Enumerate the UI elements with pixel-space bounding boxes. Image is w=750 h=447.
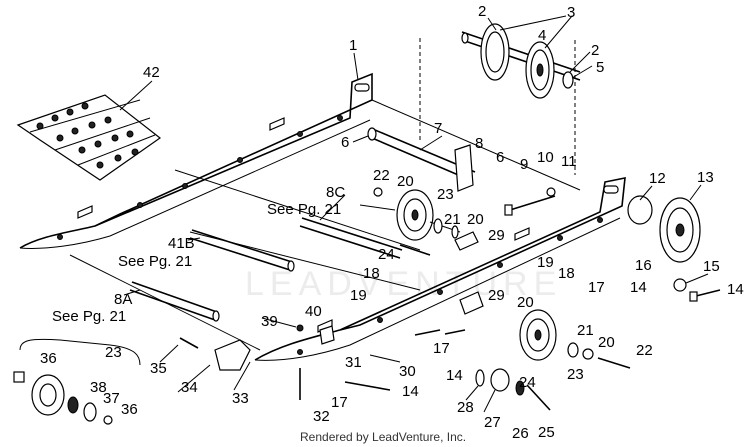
callout-10: 10 bbox=[537, 149, 554, 166]
callout-23: 23 bbox=[105, 344, 122, 361]
pin-30 bbox=[369, 354, 401, 363]
callout-28: 28 bbox=[457, 399, 474, 416]
callout-37: 37 bbox=[103, 390, 120, 407]
callout-7: 7 bbox=[434, 120, 442, 137]
cross-shaft-8c bbox=[299, 217, 403, 259]
idler-wheel-assembly-top bbox=[461, 23, 581, 99]
callout-24: 24 bbox=[378, 246, 395, 263]
callout-32: 32 bbox=[313, 408, 330, 425]
callout-14: 14 bbox=[630, 279, 647, 296]
cross-shaft-41b bbox=[189, 229, 295, 272]
callout-2: 2 bbox=[478, 3, 486, 20]
track-segment bbox=[16, 94, 162, 181]
callout-6: 6 bbox=[341, 134, 349, 151]
idler-wheel-left bbox=[359, 187, 461, 241]
callout-17: 17 bbox=[433, 340, 450, 357]
callout-19: 19 bbox=[350, 287, 367, 304]
callout-5: 5 bbox=[596, 59, 604, 76]
callout-2: 2 bbox=[591, 42, 599, 59]
callout-34: 34 bbox=[181, 379, 198, 396]
callout-18: 18 bbox=[558, 265, 575, 282]
callout-4: 4 bbox=[538, 27, 546, 44]
callout-13: 13 bbox=[697, 169, 714, 186]
callout-31: 31 bbox=[345, 354, 362, 371]
callout-26: 26 bbox=[512, 425, 529, 442]
callout-14: 14 bbox=[402, 383, 419, 400]
pin-35 bbox=[179, 337, 199, 349]
callout-36: 36 bbox=[121, 401, 138, 418]
callout-29: 29 bbox=[488, 227, 505, 244]
leader-lines bbox=[119, 15, 709, 413]
bracket-29-upper bbox=[454, 231, 479, 251]
callout-39: 39 bbox=[261, 313, 278, 330]
screw-39 bbox=[296, 324, 304, 332]
bogie-wheel-kit bbox=[13, 338, 141, 425]
callout-38: 38 bbox=[90, 379, 107, 396]
callout-23: 23 bbox=[437, 186, 454, 203]
callout-8: 8 bbox=[475, 135, 483, 152]
callout-1: 1 bbox=[349, 37, 357, 54]
callout-21: 21 bbox=[444, 211, 461, 228]
bracket-8 bbox=[454, 144, 474, 192]
callout-3: 3 bbox=[567, 4, 575, 21]
idler-wheel-right bbox=[519, 309, 631, 369]
callout-35: 35 bbox=[150, 360, 167, 377]
callout-36: 36 bbox=[40, 350, 57, 367]
callout-22: 22 bbox=[373, 167, 390, 184]
callout-19: 19 bbox=[537, 254, 554, 271]
callout-40: 40 bbox=[305, 303, 322, 320]
callout-33: 33 bbox=[232, 390, 249, 407]
callout-41b: 41B bbox=[168, 235, 195, 252]
callout-14: 14 bbox=[446, 367, 463, 384]
see-page-ref: See Pg. 21 bbox=[52, 308, 126, 325]
callout-20: 20 bbox=[517, 294, 534, 311]
callout-20: 20 bbox=[598, 334, 615, 351]
left-slide-rail bbox=[19, 72, 373, 249]
callout-6: 6 bbox=[496, 149, 504, 166]
callout-17: 17 bbox=[331, 394, 348, 411]
see-page-ref: See Pg. 21 bbox=[267, 201, 341, 218]
callout-labels: 1 2 2 3 4 5 6 6 7 8 9 10 11 12 13 14 14 … bbox=[40, 3, 744, 442]
rear-idler-wheel bbox=[627, 195, 721, 302]
callout-8a: 8A bbox=[114, 291, 132, 308]
callout-24: 24 bbox=[519, 374, 536, 391]
bracket-29-lower bbox=[459, 291, 484, 315]
bolt-9 bbox=[504, 187, 556, 216]
callout-8c: 8C bbox=[326, 184, 345, 201]
watermark: LEADVENTURE bbox=[245, 265, 562, 303]
callout-15: 15 bbox=[703, 258, 720, 275]
callout-23: 23 bbox=[567, 366, 584, 383]
callout-25: 25 bbox=[538, 424, 555, 441]
callout-16: 16 bbox=[635, 257, 652, 274]
callout-14: 14 bbox=[727, 281, 744, 298]
callout-29: 29 bbox=[488, 287, 505, 304]
callout-27: 27 bbox=[484, 414, 501, 431]
callout-12: 12 bbox=[649, 170, 666, 187]
callout-42: 42 bbox=[143, 64, 160, 81]
spacer-assembly bbox=[344, 244, 551, 411]
callout-22: 22 bbox=[636, 342, 653, 359]
callout-20: 20 bbox=[397, 173, 414, 190]
callout-30: 30 bbox=[399, 363, 416, 380]
callout-11: 11 bbox=[561, 153, 577, 170]
page-references: See Pg. 21 See Pg. 21 See Pg. 21 bbox=[52, 201, 341, 325]
callout-18: 18 bbox=[363, 265, 380, 282]
clip-40 bbox=[319, 325, 335, 345]
cross-shaft-8a bbox=[129, 281, 220, 322]
callout-21: 21 bbox=[577, 322, 594, 339]
slide-block-34 bbox=[214, 339, 251, 371]
see-page-ref: See Pg. 21 bbox=[118, 253, 192, 270]
callout-17: 17 bbox=[588, 279, 605, 296]
callout-9: 9 bbox=[520, 156, 528, 173]
callout-20: 20 bbox=[467, 211, 484, 228]
footer-credit: Rendered by LeadVenture, Inc. bbox=[300, 430, 466, 444]
